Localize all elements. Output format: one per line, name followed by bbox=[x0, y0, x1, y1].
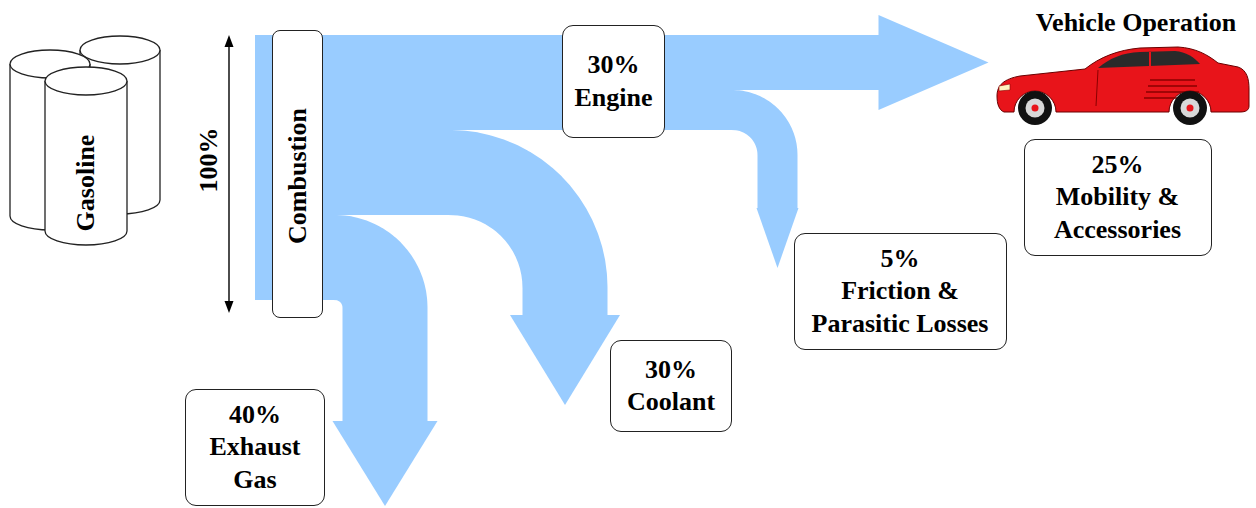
energy-box: 5%Friction & Parasitic Losses bbox=[794, 233, 1007, 350]
flow-band bbox=[663, 35, 881, 90]
car-illustration bbox=[997, 47, 1249, 125]
arrow-head bbox=[225, 301, 234, 313]
percent-value: 30% bbox=[588, 49, 640, 82]
head-light bbox=[999, 84, 1010, 91]
energy-box: 30%Engine bbox=[562, 25, 665, 138]
energy-label: Coolant bbox=[627, 386, 715, 419]
percent-value: 25% bbox=[1092, 149, 1144, 182]
energy-label: Engine bbox=[574, 82, 652, 115]
combustion-box: Combustion bbox=[272, 30, 323, 318]
energy-box: 25%Mobility & Accessories bbox=[1024, 139, 1212, 256]
wheel bbox=[1018, 91, 1052, 125]
flow-arrowhead bbox=[757, 208, 799, 268]
can-top bbox=[45, 67, 127, 95]
energy-flow-arrow bbox=[663, 110, 799, 268]
energy-flow-arrow bbox=[321, 82, 564, 83]
can-top bbox=[80, 36, 160, 64]
energy-box: 40%Exhaust Gas bbox=[185, 389, 325, 506]
wheel-rim bbox=[1026, 99, 1045, 118]
energy-label: Friction & Parasitic Losses bbox=[805, 275, 995, 340]
window-pillar bbox=[1149, 52, 1151, 66]
flow-band bbox=[321, 35, 564, 130]
node-title: Combustion bbox=[281, 108, 314, 244]
energy-box: 30%Coolant bbox=[610, 340, 732, 432]
fuel-can: Gasoline bbox=[44, 66, 128, 246]
door-line bbox=[1096, 70, 1098, 106]
flow-band bbox=[321, 258, 385, 424]
flow-arrowhead bbox=[879, 15, 989, 110]
flow-band bbox=[663, 110, 778, 210]
arrow-head bbox=[225, 35, 234, 47]
percent-value: 5% bbox=[881, 243, 920, 276]
heading-label: Vehicle Operation bbox=[1036, 7, 1237, 40]
can-body bbox=[45, 81, 127, 245]
percent-value: 40% bbox=[229, 399, 281, 432]
energy-flow-arrow bbox=[321, 258, 438, 507]
wheel-hub bbox=[1187, 105, 1194, 112]
node-title: Gasoline bbox=[70, 135, 103, 232]
percent-value: 30% bbox=[645, 354, 697, 387]
flow-arrowhead bbox=[510, 315, 620, 405]
dimension-arrow bbox=[225, 35, 234, 313]
flow-arrowhead bbox=[333, 421, 438, 506]
wheel bbox=[1173, 91, 1207, 125]
wheel-rim bbox=[1181, 99, 1200, 118]
energy-label: Mobility & Accessories bbox=[1035, 181, 1200, 246]
percent-label: 100% bbox=[193, 128, 226, 193]
wheel-hub bbox=[1032, 105, 1039, 112]
dimension-line bbox=[228, 44, 229, 304]
car-window bbox=[1098, 51, 1200, 68]
energy-label: Exhaust Gas bbox=[200, 431, 310, 496]
